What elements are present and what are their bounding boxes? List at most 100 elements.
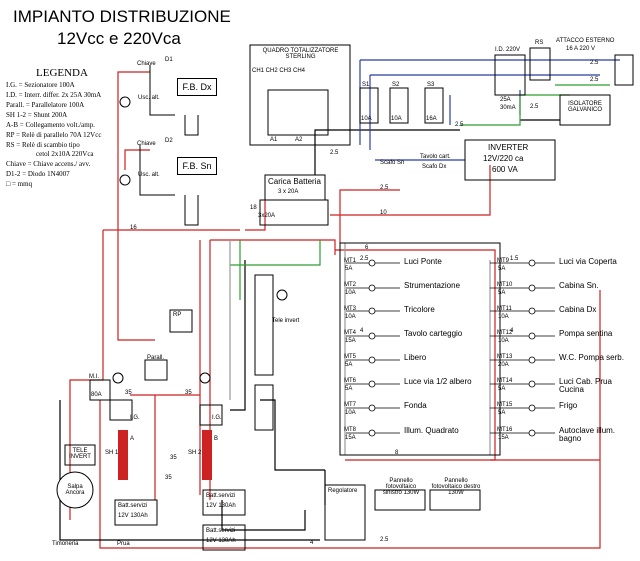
battery3-sub: 12V 130Ah	[206, 538, 236, 544]
legend-heading: LEGENDA	[36, 67, 88, 79]
ig2-box	[199, 404, 223, 426]
wire-size-tag: 35	[185, 390, 192, 396]
rs-box	[529, 47, 551, 81]
breaker-circuit-label: Libero	[404, 353, 427, 362]
breaker-id: MT7	[344, 402, 356, 408]
attacco-label: ATTACCO ESTERNO	[556, 38, 615, 44]
breaker-rating: 20A	[498, 362, 509, 368]
breaker-id: MT4	[344, 330, 356, 336]
quadro-label: QUADRO TOTALIZZATORE STERLING	[262, 48, 339, 60]
breaker-circuit-label: Fonda	[404, 401, 427, 410]
breaker-id: MT15	[497, 402, 513, 408]
legend-item: SH 1-2 = Shunt 200A	[6, 111, 68, 119]
s1-box	[359, 87, 379, 124]
breaker-id: MT14	[497, 378, 513, 384]
terminal-block-upper	[254, 274, 274, 376]
breaker-rating: 10A	[345, 410, 356, 416]
carica-sub: 3 x 20A	[278, 189, 299, 195]
switch-s1: S1	[362, 82, 370, 88]
battery2-sub: 12V 130Ah	[206, 503, 236, 509]
battery3-box	[202, 524, 246, 551]
wire-size-tag: 2.5	[590, 77, 599, 83]
wire-size-tag: 2.5	[455, 122, 464, 128]
usc-alt-label-1: Usc. alt.	[138, 95, 160, 101]
wire-size-tag: 4	[510, 328, 514, 334]
battery1-sub: 12V 130Ah	[118, 513, 148, 519]
rs-label: RS	[535, 40, 544, 46]
battery1-label: Batt.servizi	[118, 503, 148, 509]
usc-alt-label-2: Usc. alt.	[138, 172, 160, 178]
wire-size-tag: 18	[250, 205, 257, 211]
quadro-channels: CH1 CH2 CH3 CH4	[252, 68, 306, 74]
shunts	[118, 430, 212, 480]
wire-size-tag: 4	[310, 540, 314, 546]
breaker-circuit-label: Autoclave illum. bagno	[559, 426, 616, 443]
id220-box	[494, 54, 526, 96]
wire-size-tag: 2.5	[330, 150, 339, 156]
pannello2-box	[429, 489, 481, 511]
breaker-rating: 10A	[345, 290, 356, 296]
breaker-circuit-label: Tavolo carteggio	[404, 329, 463, 338]
pannello-destro-label: Pannello fotovoltaico destro 130W	[431, 478, 481, 496]
positive-wires	[69, 71, 601, 549]
inverter-box	[464, 139, 556, 181]
breaker-id: MT13	[497, 354, 513, 360]
battery3-label: Batt.servizi	[206, 528, 236, 534]
pannello1-box	[374, 489, 426, 511]
breaker-rating: 10A	[345, 314, 356, 320]
wire-size-tag: 8	[395, 450, 399, 456]
chiave-label-2: Chiave	[137, 141, 156, 147]
pannello-sinistro-label: Pannello fotovoltaico sinistro 130W	[382, 478, 420, 496]
wire-size-tag: 2.5	[380, 537, 389, 543]
carica-label: Carica Batteria	[268, 177, 321, 186]
s3-box	[424, 87, 444, 124]
wire-size-tag: 4	[360, 328, 364, 334]
teleinvert-box	[64, 444, 96, 466]
breaker-id: MT11	[497, 306, 512, 312]
legend-item: cetol 2x10A 220Vca	[36, 150, 94, 158]
label-scafo-sn: Scafo Sn	[380, 160, 405, 166]
wire-size-tag: 2.5	[590, 60, 599, 66]
breaker-id: MT10	[497, 282, 513, 288]
id220-ma: 30mA	[500, 105, 516, 111]
parall-label: Parall.	[147, 355, 165, 361]
breaker-circuit-label: Luce via 1/2 albero	[404, 377, 472, 386]
wire-size-tag: 10	[380, 210, 387, 216]
breaker-circuit-label: Luci via Coperta	[559, 257, 617, 266]
s1-rating: 10A	[361, 116, 372, 122]
battery2-box	[202, 489, 246, 516]
breaker-rating: 5A	[345, 386, 353, 392]
breaker-rating: 15A	[498, 435, 509, 441]
breaker-id: MT12	[497, 330, 513, 336]
carica-outputs	[259, 199, 329, 226]
quadro-terminals	[267, 89, 329, 136]
shunt-b: B	[214, 436, 219, 442]
breaker-circuit-label: W.C. Pompa serb.	[559, 353, 624, 362]
wire-size-tag: 6	[365, 245, 369, 251]
label-tavolo-cart: Tavolo cart.	[420, 154, 451, 160]
rp-box	[169, 309, 193, 333]
breaker-id: MT1	[344, 258, 356, 264]
wire-size-tag: 35	[170, 455, 177, 461]
chiave-label-1: Chiave	[137, 61, 156, 67]
fb-sn-box: F.B. Sn	[177, 157, 217, 175]
ig2-label: I.G.	[212, 415, 222, 421]
legend-item: RP = Relè di parallelo 70A 12Vcc	[6, 131, 102, 139]
sh2-label: SH 2	[188, 450, 202, 456]
wire-size-tag: 35	[125, 390, 132, 396]
breaker-rating: 10A	[498, 314, 509, 320]
breaker-circuit-label: Strumentazione	[404, 281, 461, 290]
distribution-panel	[339, 242, 501, 456]
carica-3x20: 3x20A	[258, 213, 276, 219]
salpa-circle	[56, 471, 94, 509]
regolatore-box	[324, 484, 366, 541]
breaker-id: MT8	[344, 427, 356, 433]
legend-item: RS = Relè di scambio tipo	[6, 141, 80, 149]
legend-item: Chiave = Chiave accens./ avv.	[6, 160, 91, 168]
breaker-rating: 5A	[498, 386, 506, 392]
legend-item: I.G. = Sezionatore 100A	[6, 81, 75, 89]
mi-box	[89, 379, 111, 401]
legend-item: A-B = Collegamento volt./amp.	[6, 121, 95, 129]
breaker-rating: 5A	[498, 290, 506, 296]
